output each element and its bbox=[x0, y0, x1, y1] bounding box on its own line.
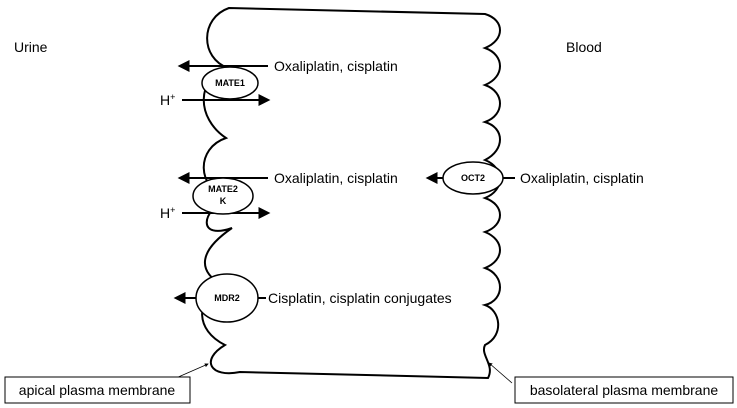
mdr2-substrate: Cisplatin, cisplatin conjugates bbox=[268, 290, 452, 306]
apical-membrane-box bbox=[4, 376, 191, 404]
mate1-label: MATE1 bbox=[215, 78, 245, 88]
mdr2-transporter bbox=[195, 273, 259, 323]
oct2-substrate: Oxaliplatin, cisplatin bbox=[520, 170, 644, 186]
oct2-label: OCT2 bbox=[461, 173, 485, 183]
mate2-substrate: Oxaliplatin, cisplatin bbox=[274, 170, 398, 186]
mate2k-label-line1: MATE2 bbox=[208, 184, 238, 194]
mate1-substrate: Oxaliplatin, cisplatin bbox=[274, 58, 398, 74]
mate2k-transporter bbox=[192, 177, 254, 215]
basolateral-membrane-label: basolateral plasma membrane bbox=[530, 382, 719, 398]
oct2-transporter bbox=[442, 161, 504, 195]
mate2k-label-line2: K bbox=[220, 196, 227, 206]
urine-label: Urine bbox=[14, 39, 48, 55]
apical-membrane-label: apical plasma membrane bbox=[19, 382, 176, 398]
cell-outline bbox=[201, 6, 501, 380]
mate2-proton: H+ bbox=[160, 205, 175, 221]
mate1-transporter bbox=[201, 66, 259, 100]
mdr2-label: MDR2 bbox=[214, 293, 240, 303]
basolateral-membrane-box bbox=[514, 376, 734, 404]
basolateral-pointer-arrow bbox=[488, 362, 513, 384]
mate1-proton: H+ bbox=[160, 92, 175, 108]
blood-label: Blood bbox=[566, 39, 602, 55]
